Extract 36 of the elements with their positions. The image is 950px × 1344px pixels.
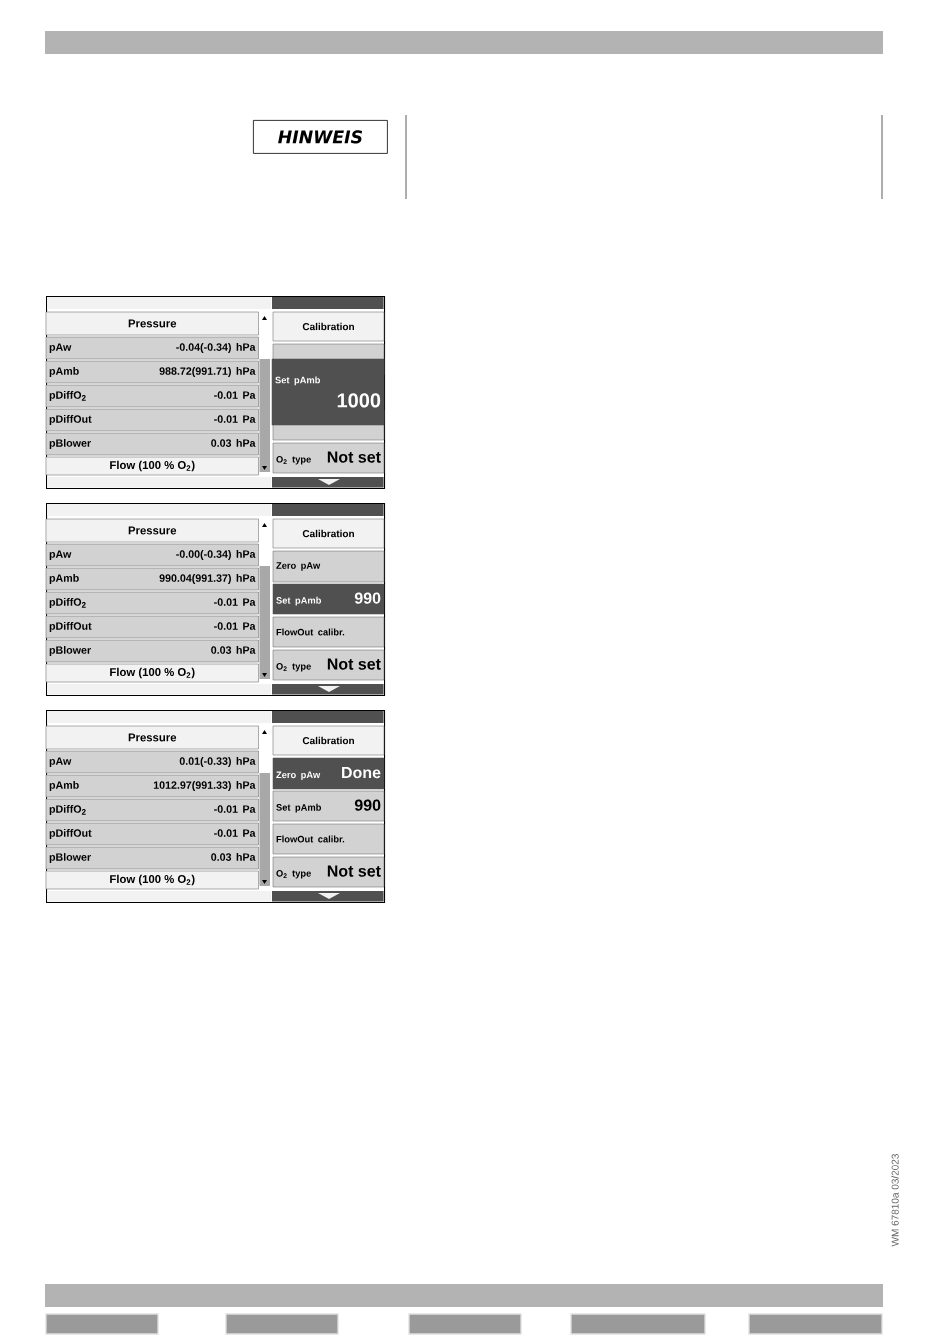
menu-button: Zero pAw bbox=[272, 550, 385, 583]
section-header: Pressure bbox=[45, 518, 259, 543]
table-row: pDiffOut -0.01 Pa bbox=[45, 822, 259, 846]
section-header: Flow (100 % O$_{2}$) bbox=[45, 663, 259, 683]
table-row: pDiffOut -0.01 Pa bbox=[45, 615, 259, 639]
menu-button: Calibration bbox=[272, 311, 385, 342]
table-row: pAmb 990.04(991.37) hPa bbox=[45, 567, 259, 591]
table-row: pDiffOut -0.01 Pa bbox=[45, 408, 259, 432]
table-row: pAw 0.01(-0.33) hPa bbox=[45, 750, 259, 774]
value-popup: Set pAmb 1000 bbox=[271, 358, 385, 426]
table-row: pAw -0.04(-0.34) hPa bbox=[45, 336, 259, 360]
table-row: pBlower 0.03 hPa bbox=[45, 846, 259, 870]
menu-button: FlowOut calibr. bbox=[272, 823, 385, 855]
table-row: pAmb 1012.97(991.33) hPa bbox=[45, 774, 259, 798]
table-row: pBlower 0.03 hPa bbox=[45, 639, 259, 663]
table-row: pAmb 988.72(991.71) hPa bbox=[45, 360, 259, 384]
menu-button: O$_{2}$ type Not set bbox=[272, 442, 385, 474]
table-row: pDiffO$_{2}$ -0.01 Pa bbox=[45, 384, 259, 408]
menu-button: O$_{2}$ type Not set bbox=[272, 856, 385, 888]
table-row: pDiffO$_{2}$ -0.01 Pa bbox=[45, 798, 259, 822]
menu-button: Set pAmb 990 bbox=[272, 790, 385, 822]
section-header: Flow (100 % O$_{2}$) bbox=[45, 456, 259, 476]
menu-button: Calibration bbox=[272, 725, 385, 756]
table-row: pAw -0.00(-0.34) hPa bbox=[45, 543, 259, 567]
menu-button: Zero pAw Done bbox=[272, 757, 385, 790]
table-row: pBlower 0.03 hPa bbox=[45, 432, 259, 456]
menu-button: O$_{2}$ type Not set bbox=[272, 649, 385, 681]
menu-button: Set pAmb 990 bbox=[272, 583, 385, 615]
document-code: WM 67810a 03/2023 bbox=[891, 1154, 899, 1247]
table-row: pDiffO$_{2}$ -0.01 Pa bbox=[45, 591, 259, 615]
menu-button: FlowOut calibr. bbox=[272, 616, 385, 648]
section-header: Pressure bbox=[45, 725, 259, 750]
section-header: Pressure bbox=[45, 311, 259, 336]
notice-label: HINWEIS bbox=[253, 120, 388, 154]
section-header: Flow (100 % O$_{2}$) bbox=[45, 870, 259, 890]
menu-button: Calibration bbox=[272, 518, 385, 549]
